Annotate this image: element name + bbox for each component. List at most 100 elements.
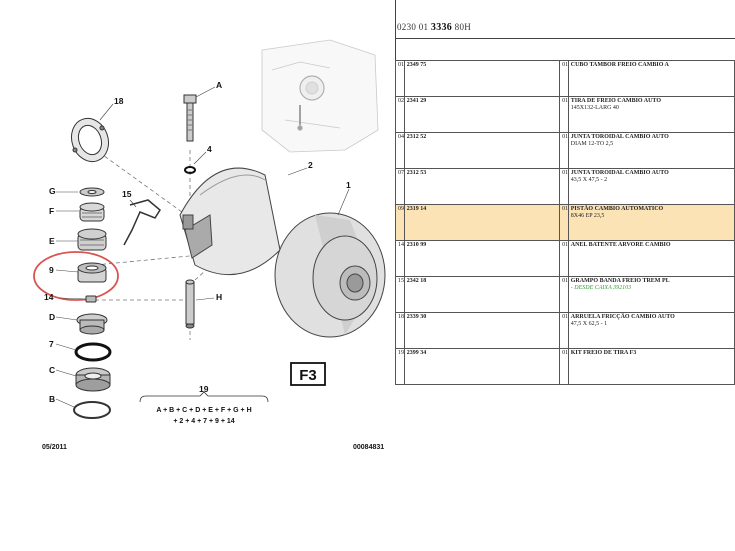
row-index: 01 — [395, 60, 405, 97]
callout-2: 2 — [308, 160, 313, 170]
part-D-piston — [76, 313, 108, 335]
row-part-code: 2399 34 — [403, 348, 561, 385]
row-index: 14 — [395, 240, 405, 277]
part-detail: 145X132-LARG 40 — [570, 105, 619, 111]
part-14-ring — [85, 295, 97, 303]
part-detail: 43,5 X 47,5 - 2 — [570, 177, 608, 183]
row-part-code: 2312 52 — [403, 132, 561, 169]
part-E-spring — [77, 228, 107, 251]
row-part-code: 2349 75 — [403, 60, 561, 97]
row-quantity: 01 — [559, 96, 569, 133]
part-name: JUNTA TOROIDAL CAMBIO AUTO — [570, 170, 669, 176]
row-quantity: 01 — [559, 348, 569, 385]
kit-bracket — [139, 391, 269, 403]
callout-18: 18 — [114, 96, 124, 106]
part-2-brake-band — [179, 167, 281, 276]
kit-formula-line1: A + B + C + D + E + F + G + H — [156, 407, 251, 414]
row-part-code: 2339 30 — [403, 312, 561, 349]
row-description: ANEL BATENTE ARVORE CAMBIO — [567, 240, 735, 277]
part-detail: 8X46 EP 23,5 — [570, 213, 605, 219]
part-name: ANEL BATENTE ARVORE CAMBIO — [570, 242, 671, 248]
part-9-piston — [77, 262, 107, 283]
part-15-clip — [123, 199, 161, 246]
row-part-code: 2319 14 — [403, 204, 561, 241]
row-index: 02 — [395, 96, 405, 133]
part-name: JUNTA TOROIDAL CAMBIO AUTO — [570, 134, 669, 140]
row-index: 18 — [395, 312, 405, 349]
part-B-circlip — [73, 401, 111, 419]
callout-C: C — [49, 365, 55, 375]
diagram-date: 05/2011 — [42, 444, 67, 451]
part-note: - DESDE CAIXA 392103 — [570, 285, 632, 291]
callout-7: 7 — [49, 339, 54, 349]
diagram-code: 00084831 — [353, 444, 384, 451]
callout-G: G — [49, 186, 56, 196]
plate-label-box — [290, 362, 326, 386]
row-part-code: 2312 53 — [403, 168, 561, 205]
highlight-circle — [33, 251, 119, 301]
part-name: KIT FREIO DE TIRA F3 — [570, 350, 637, 356]
part-name: GRAMPO BANDA FREIO TREM PL — [570, 278, 670, 284]
part-name: ARRUELA FRICÇÃO CAMBIO AUTO — [570, 314, 675, 320]
part-A-bolt — [183, 94, 197, 142]
part-G — [79, 187, 105, 197]
callout-B: B — [49, 394, 55, 404]
part-name: CUBO TAMBOR FREIO CAMBIO A — [570, 62, 669, 68]
row-index: 04 — [395, 132, 405, 169]
callout-1: 1 — [346, 180, 351, 190]
part-name: PISTÃO CAMBIO AUTOMATICO — [570, 206, 664, 212]
callout-19: 19 — [199, 384, 209, 394]
callout-14: 14 — [44, 292, 54, 302]
callout-H: H — [216, 292, 222, 302]
part-name: TIRA DE FREIO CAMBIO AUTO — [570, 98, 661, 104]
row-quantity: 01 — [559, 276, 569, 313]
part-detail: 47,5 X 62,5 - 1 — [570, 321, 608, 327]
transmission-illustration — [261, 39, 379, 153]
row-quantity: 01 — [559, 240, 569, 277]
part-H-pin — [185, 279, 195, 329]
ref-prefix: 0230 01 — [397, 22, 431, 32]
row-quantity: 01 — [559, 132, 569, 169]
ref-bold: 3336 — [430, 22, 453, 33]
part-C-cover — [75, 367, 111, 392]
row-part-code: 2342 18 — [403, 276, 561, 313]
row-index: 19 — [395, 348, 405, 385]
callout-15: 15 — [122, 189, 132, 199]
callout-A: A — [216, 80, 222, 90]
reference-header: 0230 01 3336 80H — [397, 22, 471, 33]
part-7-oring — [74, 342, 112, 362]
row-index: 07 — [395, 168, 405, 205]
header-rule — [395, 38, 735, 39]
row-description: GRAMPO BANDA FREIO TREM PL- DESDE CAIXA … — [567, 276, 735, 313]
row-part-code: 2310 99 — [403, 240, 561, 277]
callout-4: 4 — [207, 144, 212, 154]
part-1-drum — [274, 212, 386, 338]
washer-18 — [70, 117, 110, 163]
exploded-parts-diagram: 18 G F E 9 14 D 7 C B A 4 2 1 15 H 19 A … — [33, 39, 386, 451]
row-part-code: 2341 29 — [403, 96, 561, 133]
row-index: 15 — [395, 276, 405, 313]
callout-D: D — [49, 312, 55, 322]
row-quantity: 01 — [559, 312, 569, 349]
kit-formula-line2: + 2 + 4 + 7 + 9 + 14 — [173, 418, 234, 425]
row-description: KIT FREIO DE TIRA F3 — [567, 348, 735, 385]
row-index: 09 — [395, 204, 405, 241]
callout-9: 9 — [49, 265, 54, 275]
row-quantity: 01 — [559, 204, 569, 241]
callout-F: F — [49, 206, 54, 216]
ref-suffix: 80H — [452, 22, 472, 32]
